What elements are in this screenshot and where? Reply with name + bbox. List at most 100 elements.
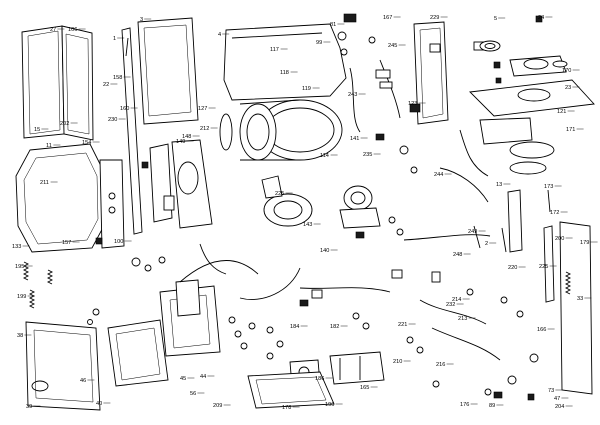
part-number-label: 204: [555, 404, 564, 410]
base-tray: [247, 371, 335, 409]
part-number-label: 245: [388, 43, 397, 49]
part-number-label: 44: [200, 374, 206, 380]
side-panel-right: [559, 221, 593, 395]
part-number-label: 118: [280, 70, 289, 76]
side-bracket-panel: [121, 17, 199, 235]
part-number-label: 45: [180, 376, 186, 382]
control-panel-strip: [99, 159, 125, 249]
part-number-label: 81: [330, 22, 336, 28]
part-number-label: 171: [566, 127, 575, 133]
part-number-label: 173: [544, 184, 553, 190]
part-number-label: 166: [537, 327, 546, 333]
part-number-label: 73: [548, 388, 554, 394]
part-number-label: 127: [198, 106, 207, 112]
part-number-label: 3: [140, 17, 143, 23]
pipework: [179, 59, 501, 361]
part-number-label: 210: [393, 359, 402, 365]
part-number-label: 186: [315, 376, 324, 382]
part-number-label: 2: [485, 241, 488, 247]
part-number-label: 167: [383, 15, 392, 21]
rear-panel-right: [413, 21, 533, 145]
part-number-label: 229: [430, 15, 439, 21]
part-number-label: 195: [15, 264, 24, 270]
part-number-label: 123: [408, 101, 417, 107]
part-number-label: 47: [554, 396, 560, 402]
part-number-label: 179: [580, 240, 589, 246]
burner-assembly: [149, 139, 213, 229]
part-number-label: 172: [550, 210, 559, 216]
part-number-label: 178: [282, 405, 291, 411]
part-number-label: 221: [398, 322, 407, 328]
part-number-label: 15: [34, 127, 40, 133]
probe-rods: [125, 37, 551, 253]
part-number-label: 5: [494, 16, 497, 22]
part-number-label: 199: [17, 294, 26, 300]
front-door: [25, 321, 101, 411]
control-box: [107, 279, 221, 387]
front-panel-right: [61, 25, 94, 141]
pump-unit: [339, 185, 381, 229]
part-number-label: 23: [565, 85, 571, 91]
part-number-label: 157: [62, 240, 71, 246]
part-number-label: 22: [103, 82, 109, 88]
flue-plate: [469, 55, 595, 117]
part-number-label: 212: [200, 126, 209, 132]
part-number-label: 89: [489, 403, 495, 409]
part-number-label: 143: [303, 222, 312, 228]
part-number-label: 121: [557, 109, 566, 115]
part-number-label: 225: [539, 264, 548, 270]
part-number-label: 225: [275, 191, 284, 197]
part-number-label: 133: [12, 244, 21, 250]
part-number-label: 176: [460, 402, 469, 408]
part-number-label: 119: [302, 86, 311, 92]
part-number-label: 24: [538, 15, 544, 21]
part-number-label: 99: [316, 40, 322, 46]
part-number-label: 244: [434, 172, 443, 178]
part-number-label: 235: [363, 152, 372, 158]
part-number-label: 100: [114, 239, 123, 245]
part-number-label: 165: [360, 385, 369, 391]
part-number-label: 182: [330, 324, 339, 330]
part-number-label: 170: [562, 68, 571, 74]
fan-blower: [261, 175, 313, 227]
part-number-label: 196: [325, 402, 334, 408]
part-number-label: 214: [452, 297, 461, 303]
small-fittings: [87, 31, 568, 396]
part-number-label: 13: [496, 182, 502, 188]
part-number-label: 149: [176, 139, 185, 145]
dark-parts: [95, 13, 543, 401]
part-number-label: 1: [113, 36, 116, 42]
part-number-label: 38: [17, 333, 23, 339]
part-number-label: 114: [320, 153, 329, 159]
part-number-label: 211: [40, 180, 49, 186]
part-number-label: 4: [218, 32, 221, 38]
part-number-label: 160: [120, 106, 129, 112]
part-number-label: 216: [436, 362, 445, 368]
chassis-ring: [15, 143, 107, 253]
part-number-label: 200: [555, 236, 564, 242]
part-number-label: 232: [446, 302, 455, 308]
flue-ducts: [507, 141, 555, 303]
part-number-label: 154: [82, 140, 91, 146]
part-number-label: 202: [60, 121, 69, 127]
part-number-label: 248: [453, 252, 462, 258]
part-number-label: 33: [577, 296, 583, 302]
part-number-label: 220: [508, 265, 517, 271]
part-number-label: 117: [270, 47, 279, 53]
part-number-label: 39: [26, 404, 32, 410]
front-panel-left: [21, 25, 65, 139]
top-plate-outline: [223, 23, 347, 101]
part-number-label: 243: [348, 92, 357, 98]
part-number-label: 56: [190, 391, 196, 397]
part-number-label: 140: [320, 248, 329, 254]
part-number-label: 249: [468, 229, 477, 235]
part-number-label: 11: [46, 143, 52, 149]
part-number-label: 158: [113, 75, 122, 81]
part-number-label: 141: [350, 136, 359, 142]
springs: [22, 261, 572, 309]
part-number-label: 209: [213, 403, 222, 409]
heat-exchanger: [219, 99, 343, 161]
part-number-label: 27: [50, 27, 56, 33]
